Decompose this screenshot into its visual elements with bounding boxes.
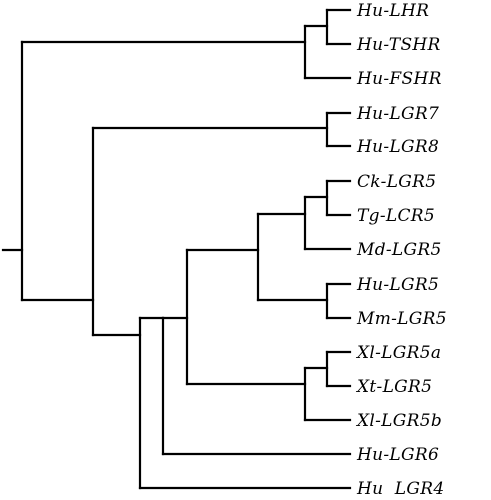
leaf-label-hu-lgr8: Hu-LGR8 [356,137,439,157]
leaf-label-hu-lgr7: Hu-LGR7 [356,104,439,124]
leaf-label-hu-lgr6: Hu-LGR6 [356,445,439,465]
leaf-label-hu-lgr4: Hu LGR4 [356,479,444,499]
leaf-label-md-lgr5: Md-LGR5 [356,240,442,260]
leaf-label-xl-lgr5b: Xl-LGR5b [355,411,442,431]
leaf-label-xt-lgr5: Xt-LGR5 [355,377,432,397]
leaf-labels: Hu-LHR Hu-TSHR Hu-FSHR Hu-LGR7 Hu-LGR8 C… [355,1,447,499]
leaf-label-xl-lgr5a: Xl-LGR5a [355,343,441,363]
leaf-label-hu-lhr: Hu-LHR [356,1,429,21]
leaf-label-mm-lgr5: Mm-LGR5 [356,309,447,329]
leaf-label-hu-tshr: Hu-TSHR [356,35,441,55]
leaf-label-hu-fshr: Hu-FSHR [356,69,442,89]
tree-branches [1,8,352,490]
leaf-label-tg-lgr5: Tg-LCR5 [357,206,435,226]
leaf-label-hu-lgr5: Hu-LGR5 [356,275,439,295]
leaf-label-ck-lgr5: Ck-LGR5 [357,172,436,192]
